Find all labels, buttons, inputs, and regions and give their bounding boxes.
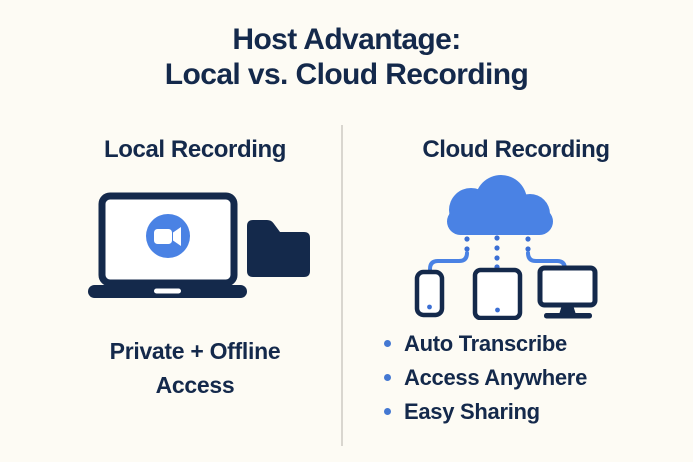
tablet-icon: [472, 267, 523, 320]
bullet-dot-icon: [384, 340, 391, 347]
list-item: Auto Transcribe: [384, 332, 587, 355]
local-recording-header: Local Recording: [103, 136, 287, 163]
local-recording-caption: Private + Offline Access: [24, 334, 366, 402]
local-recording-column: Local Recording Private + Offline Access: [24, 0, 366, 462]
list-item: Easy Sharing: [384, 400, 587, 423]
bullet-label: Access Anywhere: [404, 365, 588, 390]
column-divider: [341, 125, 343, 446]
local-caption-line-2: Access: [155, 372, 235, 398]
laptop-zoom-illustration: [88, 192, 310, 298]
bullet-label: Auto Transcribe: [404, 331, 567, 356]
bullet-label: Easy Sharing: [404, 399, 540, 424]
folder-icon: [247, 220, 310, 277]
bullet-dot-icon: [384, 374, 391, 381]
page-title-line-2: Local vs. Cloud Recording: [164, 58, 529, 91]
cloud-benefits-list: Auto Transcribe Access Anywhere Easy Sha…: [384, 332, 587, 434]
cloud-icon: [447, 175, 553, 235]
zoom-video-camera-icon: [146, 214, 190, 258]
cloud-recording-column: Cloud Recording: [346, 0, 686, 462]
left-connector-line: [428, 251, 469, 273]
cloud-recording-header: Cloud Recording: [422, 136, 610, 163]
monitor-icon: [537, 265, 598, 319]
local-caption-line-1: Private + Offline: [109, 338, 281, 364]
page-title: Host Advantage: Local vs. Cloud Recordin…: [0, 22, 693, 92]
bullet-dot-icon: [384, 408, 391, 415]
page-title-line-1: Host Advantage:: [232, 23, 461, 56]
cloud-sync-illustration: [414, 175, 598, 320]
list-item: Access Anywhere: [384, 366, 587, 389]
sync-dots: [464, 235, 531, 270]
smartphone-icon: [414, 269, 445, 318]
